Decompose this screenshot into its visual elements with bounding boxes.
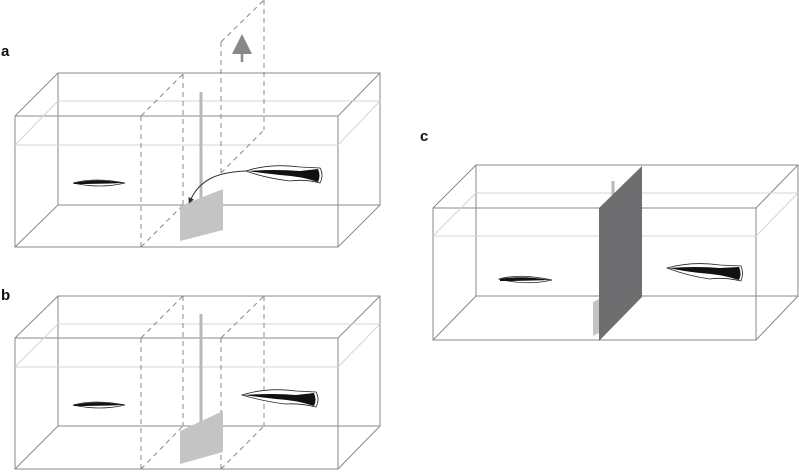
- fish-small: [72, 401, 126, 409]
- tank-b: [14, 295, 381, 470]
- fish-small: [497, 275, 553, 284]
- panel-label-a: a: [1, 43, 10, 60]
- panel-label-b: b: [1, 287, 10, 304]
- gray-gate: [593, 299, 599, 336]
- lifted-door: [220, 0, 265, 174]
- panel-c: c: [420, 128, 799, 341]
- fish-small: [72, 179, 126, 187]
- gray-gate: [180, 411, 223, 464]
- panel-b: b: [1, 287, 381, 470]
- tank-front-face: [14, 115, 339, 248]
- fish-large: [240, 389, 319, 408]
- transparent-partition: [140, 73, 184, 248]
- panel-a: a: [1, 0, 381, 248]
- fish-large: [665, 263, 743, 282]
- transparent-partition-right: [220, 295, 265, 470]
- transparent-partition-left: [140, 295, 184, 470]
- movement-arrow: [188, 170, 247, 204]
- opaque-partition: [599, 166, 642, 341]
- fish-large: [244, 165, 323, 184]
- panel-label-c: c: [420, 128, 428, 145]
